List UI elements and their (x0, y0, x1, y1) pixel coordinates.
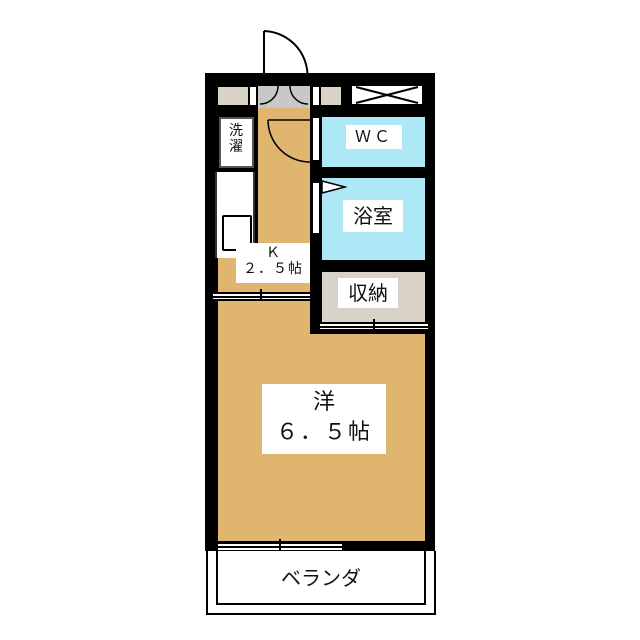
laundry-label: 洗 濯 (224, 123, 248, 156)
balcony-label: ベランダ (281, 566, 361, 590)
bath-label: 浴室 (343, 200, 403, 232)
bath-door[interactable] (313, 183, 319, 233)
storage-label: 収納 (338, 278, 398, 308)
top-storage-left (218, 87, 248, 105)
kitchen-label: Ｋ ２．５帖 (236, 243, 310, 283)
balcony-window-divider (279, 539, 281, 555)
toilet-door-swing-icon (267, 119, 311, 163)
kitchen-label-line2: ２．５帖 (243, 261, 303, 278)
western-room-label-line2: ６．５帖 (275, 419, 372, 445)
storage-door-divider (373, 319, 375, 334)
window-divider (260, 289, 262, 304)
wc-label: ＷＣ (346, 125, 402, 149)
top-storage-right (321, 87, 341, 105)
ventilation-cross-icon (355, 86, 419, 104)
top-pillar-right (313, 87, 319, 105)
kitchen-label-line1: Ｋ (266, 245, 280, 261)
western-room-label: 洋 ６．５帖 (262, 384, 386, 454)
entrance-door-arcs-icon (259, 86, 309, 105)
bath-door-handle-icon (321, 180, 347, 194)
top-pillar-left (250, 87, 256, 105)
western-room-label-line1: 洋 (312, 390, 335, 415)
entrance-hall (258, 86, 310, 108)
laundry-label-line1: 洗 (229, 123, 243, 139)
balcony-inner (216, 551, 426, 605)
wc-door[interactable] (313, 118, 319, 160)
laundry-label-line2: 濯 (229, 139, 243, 156)
